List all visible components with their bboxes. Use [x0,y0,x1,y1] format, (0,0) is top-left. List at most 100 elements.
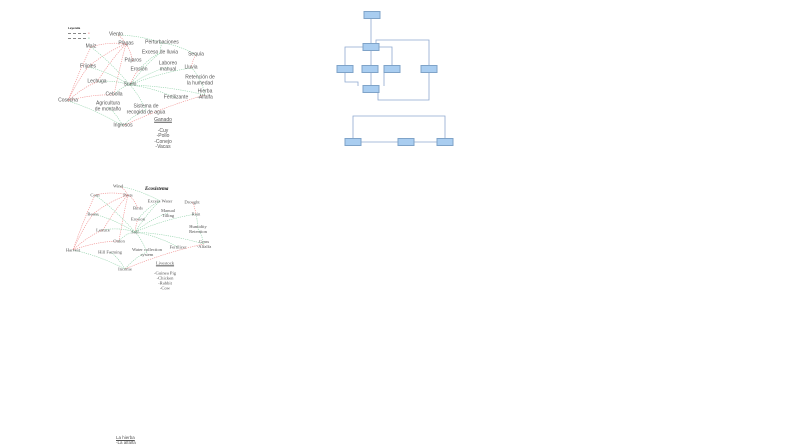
causal-link [159,42,163,54]
legend-row-positive: ● [68,36,90,40]
flowchart-box[interactable] [361,65,379,73]
causal-link [134,231,148,253]
flow-connector [383,71,392,86]
concept-node[interactable]: Wind [112,183,124,189]
concept-node[interactable]: Beans [87,211,99,217]
causal-link [125,43,134,62]
causal-link [72,213,94,251]
concept-node[interactable]: Drought [184,199,200,205]
flow-connector [376,46,393,66]
concept-node[interactable]: Cebolla [105,91,123,98]
flowchart-box[interactable] [344,138,362,146]
concept-node[interactable]: Cosecha [58,97,78,104]
flow-connector [344,46,366,66]
flowchart-box[interactable] [363,11,381,19]
causal-link [90,46,131,86]
concept-node[interactable]: Rain [191,211,201,217]
concept-node[interactable]: Suelo [123,81,137,88]
concept-node[interactable]: Plagas [118,40,134,47]
causal-link [129,84,206,96]
concept-node[interactable]: Lechuga [87,78,107,85]
concept-node[interactable]: Harvest [65,247,81,253]
concept-node[interactable]: Sistema de recogida de agua [126,103,166,115]
concept-node[interactable]: Income [118,266,132,272]
causal-link [96,80,131,86]
concept-node[interactable]: Frijoles [79,63,97,70]
concept-node[interactable]: Excess Water [147,198,173,204]
concept-node[interactable]: Pájaros [124,57,142,64]
causal-link [118,194,129,242]
flowchart-box[interactable] [362,43,380,51]
causal-link [107,106,124,127]
livestock-items: -Cuy -Pollo -Conejo -Vacas [154,127,172,150]
causal-link [92,213,136,233]
concept-node[interactable]: Retención de la humedad [185,74,215,86]
concept-node[interactable]: Ingresos [113,122,133,129]
livestock-node-en[interactable]: Livestock -Guinea Pig -Chicken -Rabbit -… [154,255,176,290]
concept-node[interactable]: Sequía [188,51,204,58]
causal-link [134,213,197,233]
concept-node[interactable]: Maíz [85,43,97,50]
causal-link [72,194,96,251]
flow-connector [377,72,430,101]
causal-link [191,201,197,215]
causal-link [134,212,169,233]
flowchart-box[interactable] [383,65,401,73]
concept-node[interactable]: Manual Tilling [160,207,176,218]
causal-link [67,46,92,102]
concept-node[interactable]: Laboreo manual [158,60,178,72]
footer-note[interactable]: La hierba -La alfalfa [116,435,136,446]
causal-link [94,194,136,233]
concept-node[interactable]: Viento [108,31,124,38]
causal-link [190,54,197,69]
causal-link [90,42,127,48]
concept-node[interactable]: Corn [90,192,100,198]
concept-node[interactable]: Onion [113,238,125,244]
causal-link [195,213,199,230]
concept-node[interactable]: Exceso de lluvia [141,49,179,56]
causal-link [96,43,127,83]
concept-node[interactable]: Water collection system [131,246,163,257]
causal-link [94,192,129,196]
concept-node[interactable]: Erosión [130,66,148,73]
livestock-title: Livestock [155,260,175,266]
concept-node[interactable]: Fertilizer [169,244,187,250]
flowchart-box[interactable] [436,138,454,146]
concept-node[interactable]: Soil [131,229,139,235]
concept-node[interactable]: Erosion [130,216,146,222]
concept-node[interactable]: Fertilizante [163,94,189,101]
concept-node[interactable]: Grass -Alfalfa [196,238,212,249]
causal-link [161,42,197,56]
flowchart-box[interactable] [397,138,415,146]
flow-connector [352,115,446,139]
livestock-title: Ganado [154,116,172,123]
causal-link [102,228,136,233]
concept-node[interactable]: Lettuce [96,227,110,233]
concept-node[interactable]: Hierba -Alfalfa [197,88,213,100]
livestock-node-es[interactable]: Ganado -Cuy -Pollo -Conejo -Vacas [154,112,172,151]
causal-link [129,84,147,111]
concept-node[interactable]: Hill Farming [98,249,122,255]
concept-node[interactable]: Perturbaciones [145,39,179,46]
legend: Leyenda ● ● [68,26,90,40]
causal-link [129,52,161,86]
causal-link [134,231,179,248]
causal-link [67,94,115,102]
causal-link [87,43,127,68]
causal-link [127,194,139,209]
flowchart-box[interactable] [336,65,354,73]
concept-node[interactable]: Agricultura de montaño [94,100,122,112]
concept-node[interactable]: Pests [123,192,133,198]
causal-link [67,66,89,102]
causal-link [67,100,124,127]
concept-node[interactable]: Lluvia [184,64,198,71]
causal-link [72,229,104,251]
flowchart-box[interactable] [420,65,438,73]
flowchart-box[interactable] [362,85,380,93]
causal-link [92,194,129,215]
concept-node[interactable]: Birds [133,205,143,211]
concept-node[interactable]: Humidity Retention [189,223,207,234]
footer-items: -La alfalfa [116,439,136,445]
